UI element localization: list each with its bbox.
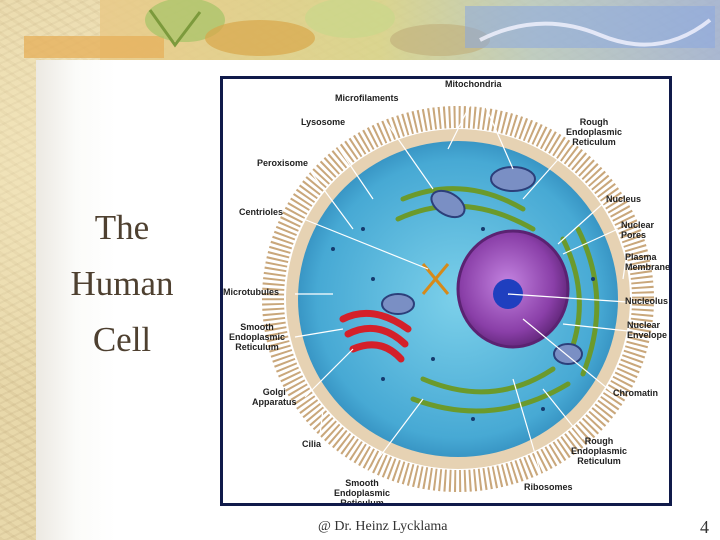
label-microfilaments: Microfilaments xyxy=(335,93,399,103)
label-chromatin: Chromatin xyxy=(613,388,658,398)
label-cilia: Cilia xyxy=(302,439,322,449)
label-smooth-er-bottom: Smooth Endoplasmic Reticulum xyxy=(334,478,391,506)
label-nuclear-pores: Nuclear Pores xyxy=(621,220,655,240)
label-peroxisome: Peroxisome xyxy=(257,158,309,168)
label-microtubules: Microtubules xyxy=(223,287,280,297)
cell-diagram: Mitochondria Microfilaments Lysosome Rou… xyxy=(220,76,672,506)
page-number: 4 xyxy=(700,517,709,537)
label-rough-er-bottom: Rough Endoplasmic Reticulum xyxy=(571,436,628,466)
label-golgi-apparatus: Golgi Apparatus xyxy=(252,387,297,407)
label-lysosome: Lysosome xyxy=(301,117,346,127)
cell-illustration xyxy=(262,88,654,492)
mitochondria-group xyxy=(381,166,583,365)
title-line-2: Human xyxy=(70,264,174,303)
slide-footer: @ Dr. Heinz Lycklama xyxy=(318,519,448,534)
title-line-1: The xyxy=(94,208,150,247)
decorative-banner xyxy=(24,0,720,60)
label-nuclear-envelope: Nuclear Envelope xyxy=(627,320,668,340)
label-nucleus: Nucleus xyxy=(606,194,642,204)
label-rough-er-top: Rough Endoplasmic Reticulum xyxy=(566,117,623,147)
leader-lines xyxy=(290,88,629,482)
label-nucleolus: Nucleolus xyxy=(625,296,669,306)
label-mitochondria: Mitochondria xyxy=(445,79,502,89)
label-smooth-er-left: Smooth Endoplasmic Reticulum xyxy=(229,322,286,352)
slide-title: The Human Cell xyxy=(52,200,192,368)
golgi-apparatus xyxy=(339,309,412,363)
title-line-3: Cell xyxy=(92,320,152,359)
cilia-fringe xyxy=(262,106,654,492)
label-ribosomes: Ribosomes xyxy=(524,482,573,492)
label-plasma-membrane: Plasma Membrane xyxy=(625,252,671,272)
label-centrioles: Centrioles xyxy=(239,207,284,217)
ribosome-dots xyxy=(331,227,595,421)
